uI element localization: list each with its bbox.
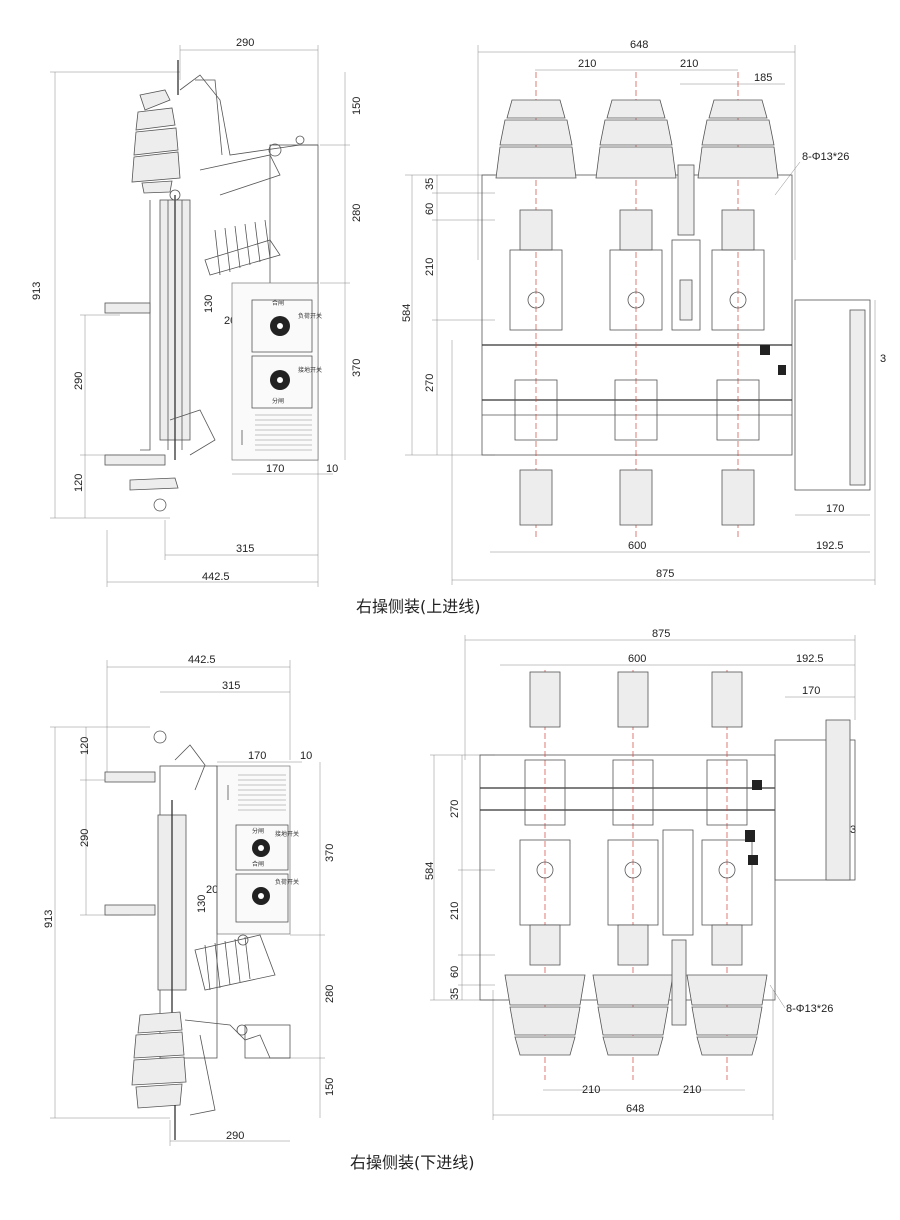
- dim-130: 130: [203, 295, 215, 313]
- dim-185: 185: [754, 72, 772, 84]
- top-insulator: [131, 60, 181, 194]
- dim-170: 170: [266, 463, 284, 475]
- bottom-side-view: 442.5 315 170 10 913 120 290 370 280 150…: [43, 654, 336, 1146]
- dim-290b: 290: [226, 1130, 244, 1142]
- dim-648: 648: [630, 39, 648, 51]
- panel-load-label: 负荷开关: [298, 312, 322, 320]
- bottom-phase-b: [592, 670, 674, 1080]
- panel-close-label: 合闸: [272, 299, 284, 307]
- dim-210bb: 210: [683, 1084, 701, 1096]
- bottom-phase-c: [686, 670, 768, 1080]
- dim-270: 270: [424, 374, 436, 392]
- dim-913b: 913: [43, 910, 55, 928]
- dim-210a: 210: [578, 58, 596, 70]
- dim-210ab: 210: [582, 1084, 600, 1096]
- panel-load-label-b: 负荷开关: [275, 878, 299, 886]
- dim-170b-front: 170: [802, 685, 820, 697]
- dim-875: 875: [656, 568, 674, 580]
- dim-648b: 648: [626, 1103, 644, 1115]
- bottom-front-view: 875 600 192.5 170 3 584 270 210 60 35 8-…: [424, 628, 856, 1120]
- dim-280b: 280: [324, 985, 336, 1003]
- dim-35: 35: [424, 178, 436, 190]
- dim-210vb: 210: [449, 902, 461, 920]
- holes-label-b: 8-Φ13*26: [786, 1003, 833, 1015]
- dim-210b: 210: [680, 58, 698, 70]
- top-front-view: 648 210 210 185 8-Φ13*26 584 35 60 210 2…: [401, 39, 886, 585]
- panel-close-label-b: 合闸: [252, 860, 264, 868]
- dim-170b: 170: [248, 750, 266, 762]
- dim-150b: 150: [324, 1078, 336, 1096]
- dim-3: 3: [880, 353, 886, 365]
- dim-600: 600: [628, 540, 646, 552]
- dim-290v: 290: [73, 372, 85, 390]
- dim-315: 315: [236, 543, 254, 555]
- dim-20b: 20: [206, 884, 218, 896]
- dim-600b: 600: [628, 653, 646, 665]
- dim-60: 60: [424, 203, 436, 215]
- dim-875b: 875: [652, 628, 670, 640]
- dim-10: 10: [326, 463, 338, 475]
- dim-280: 280: [351, 204, 363, 222]
- dim-315b: 315: [222, 680, 240, 692]
- dim-442: 442.5: [202, 571, 230, 583]
- top-phase-a: [495, 72, 577, 540]
- dim-120b: 120: [79, 737, 91, 755]
- bottom-insulator: [131, 1011, 187, 1140]
- panel-open-label-b: 分闸: [252, 827, 264, 835]
- earth-insulator-fins: [214, 219, 271, 276]
- panel-open-label: 分闸: [272, 397, 284, 405]
- dim-120: 120: [73, 474, 85, 492]
- instruction-text-block: [255, 414, 312, 451]
- dim-584b: 584: [424, 862, 436, 880]
- bottom-phase-a: [504, 670, 586, 1080]
- dim-170r: 170: [826, 503, 844, 515]
- dim-442b: 442.5: [188, 654, 216, 666]
- dim-584: 584: [401, 304, 413, 322]
- dim-60b: 60: [449, 966, 461, 978]
- top-side-view: 290 913 150 280 370 290 120 170 10 315 4…: [31, 37, 363, 587]
- dim-35b: 35: [449, 988, 461, 1000]
- dim-370: 370: [351, 359, 363, 377]
- caption-bottom: 右操侧装(下进线): [350, 1153, 475, 1172]
- top-phase-c: [697, 72, 779, 540]
- dim-3b: 3: [850, 824, 856, 836]
- dim-370b: 370: [324, 844, 336, 862]
- dim-10b: 10: [300, 750, 312, 762]
- dim-913: 913: [31, 282, 43, 300]
- panel-earth-label-b: 接地开关: [275, 830, 299, 838]
- top-phase-b: [595, 72, 677, 540]
- dim-210v: 210: [424, 258, 436, 276]
- dim-270b: 270: [449, 800, 461, 818]
- holes-label: 8-Φ13*26: [802, 151, 849, 163]
- dim-130b: 130: [196, 895, 208, 913]
- earth-insulator-fins-b: [204, 936, 251, 991]
- dim-192b: 192.5: [796, 653, 824, 665]
- dim-290vb: 290: [79, 829, 91, 847]
- panel-earth-label: 接地开关: [298, 366, 322, 374]
- caption-top: 右操侧装(上进线): [356, 597, 481, 616]
- instruction-text-block-b: [238, 774, 286, 811]
- dim-192: 192.5: [816, 540, 844, 552]
- dim-290: 290: [236, 37, 254, 49]
- dim-150: 150: [351, 97, 363, 115]
